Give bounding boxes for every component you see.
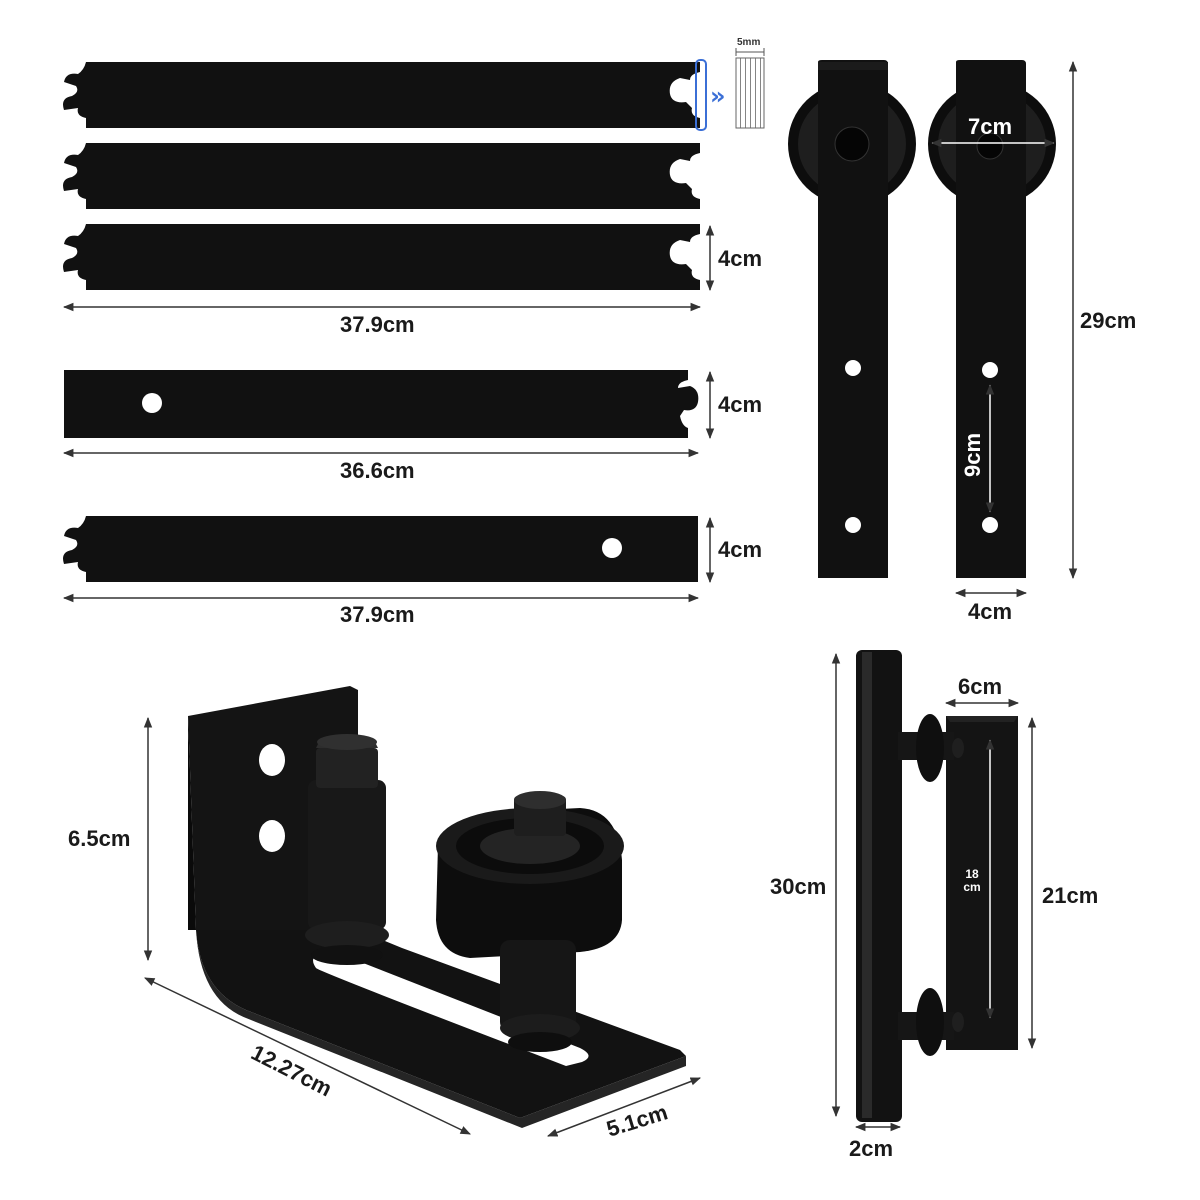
rail-top-3 — [63, 224, 700, 290]
wheel-diameter-label: 7cm — [968, 114, 1013, 139]
hole-spacing-label: 9cm — [960, 432, 986, 478]
handle-diameter-label: 2cm — [849, 1136, 894, 1161]
plate-thickness-label: 5mm — [737, 37, 761, 48]
plate-height-label: 21cm — [1042, 883, 1099, 908]
rail-length-label-3: 37.9cm — [340, 602, 415, 627]
guide-height-label: 6.5cm — [68, 826, 131, 851]
edge-highlight — [695, 59, 707, 131]
door-handle — [856, 650, 1018, 1122]
rail-middle — [64, 370, 699, 438]
double-chevron-right-icon: » — [710, 82, 726, 110]
rail-width-label-2: 4cm — [718, 392, 763, 417]
handle-spacing-label: 18 cm — [960, 868, 984, 893]
rail-bottom — [63, 516, 698, 582]
rail-top-2 — [63, 143, 700, 209]
handle-spacing-number: 18 — [965, 867, 979, 881]
hanger-height-label: 29cm — [1080, 308, 1137, 333]
handle-length-label: 30cm — [770, 874, 827, 899]
thickness-swatch — [735, 57, 765, 129]
rail-length-label-2: 36.6cm — [340, 458, 415, 483]
plate-width-label: 6cm — [958, 674, 1003, 699]
hanger-left — [788, 60, 916, 578]
rail-width-label-3: 4cm — [718, 537, 763, 562]
rail-length-label-1: 37.9cm — [340, 312, 415, 337]
hanger-width-label: 4cm — [968, 599, 1013, 624]
rail-top-1 — [63, 62, 700, 128]
rail-width-label-1: 4cm — [718, 246, 763, 271]
handle-spacing-unit: cm — [963, 879, 981, 894]
